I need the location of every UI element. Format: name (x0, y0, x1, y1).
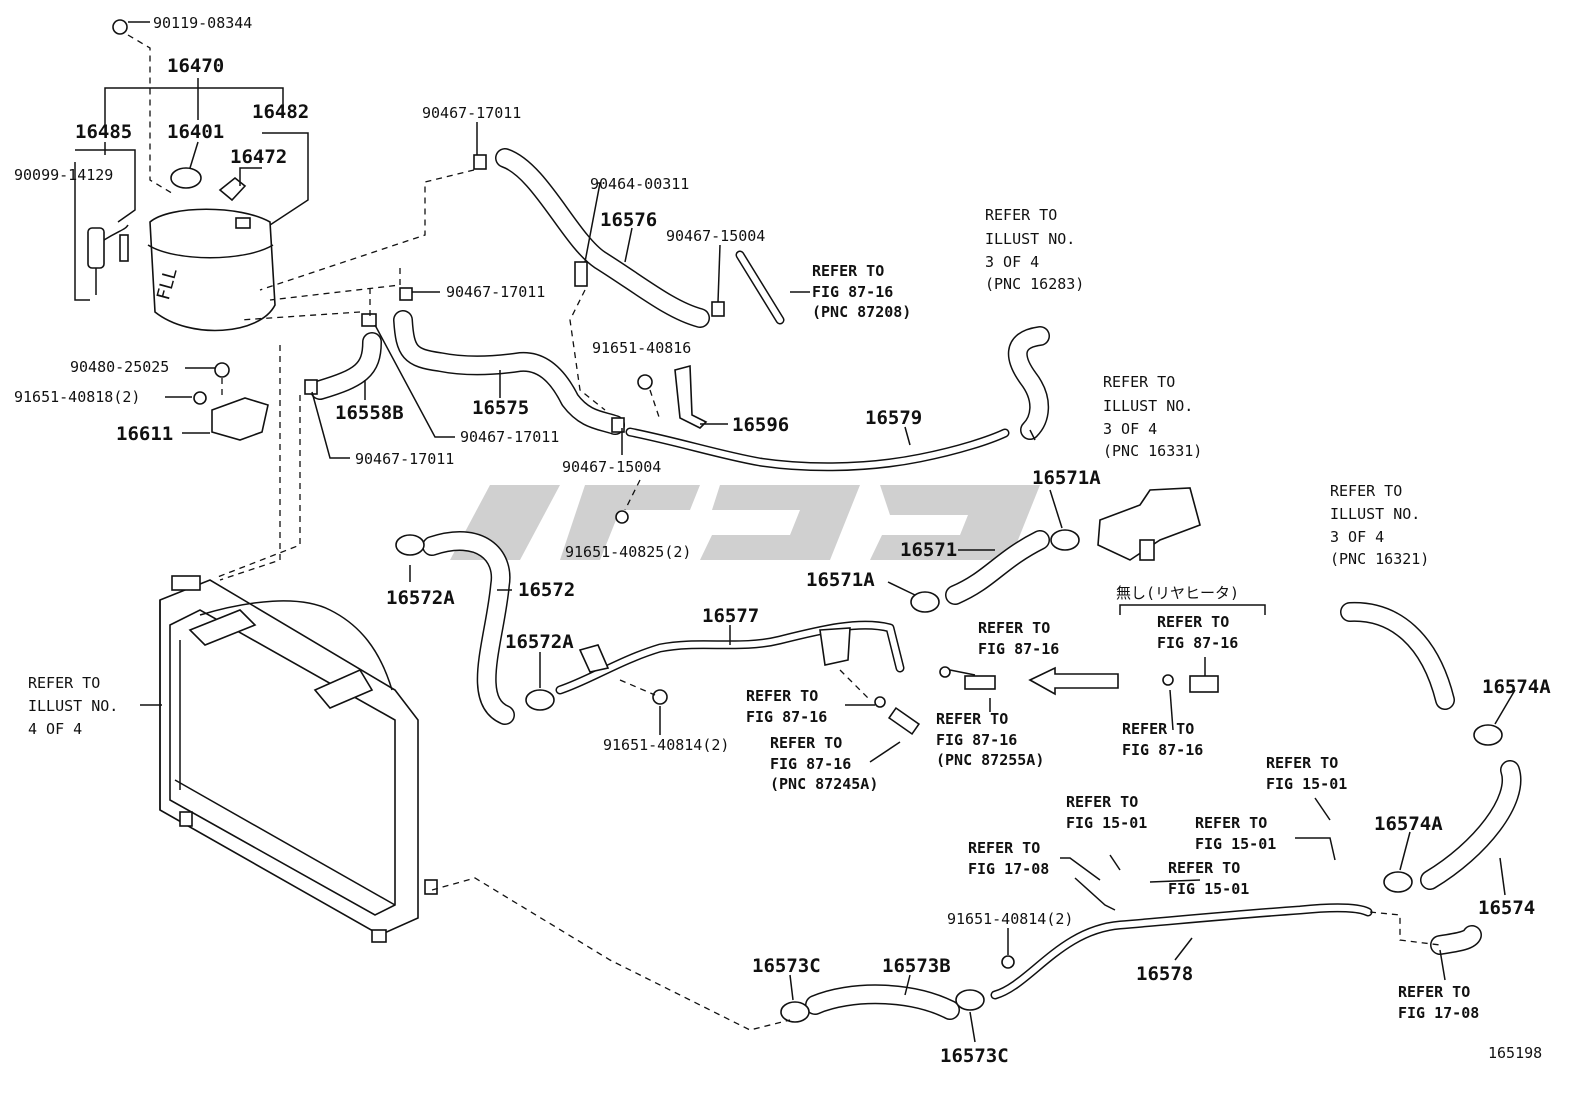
part-label: 16579 (865, 407, 922, 429)
ref-note: REFER TO ILLUST NO. 3 OF 4 (PNC 16321) (1330, 482, 1429, 568)
ref-note: REFER TO FIG 87-16 (PNC 87255A) (936, 710, 1044, 769)
part-label: 16571A (806, 569, 875, 591)
part-label: 90480-25025 (70, 358, 169, 376)
part-label: 16482 (252, 101, 309, 123)
part-label: 16576 (600, 209, 657, 231)
arrow-left-icon (1028, 666, 1119, 696)
dashed-lines (127, 34, 1441, 1031)
part-label: 16485 (75, 121, 132, 143)
part-label: 91651-40814(2) (947, 910, 1073, 928)
part-label: 16573B (882, 955, 951, 977)
part-labels: 90119-08344 16470 16485 16401 16482 1647… (14, 14, 1551, 1067)
ref-note: REFER TO ILLUST NO. 3 OF 4 (PNC 16283) (985, 206, 1084, 293)
part-label: 91651-40814(2) (603, 736, 729, 754)
part-label: 16573C (940, 1045, 1009, 1067)
bolts (112, 19, 1219, 969)
ref-note: REFER TO FIG 17-08 (968, 839, 1049, 878)
reference-notes: REFER TO ILLUST NO. 3 OF 4 (PNC 16283) R… (28, 206, 1479, 1022)
part-label: 16572 (518, 579, 575, 601)
clamps (304, 154, 1503, 1023)
part-label: 90467-15004 (562, 458, 661, 476)
part-label: 90467-17011 (422, 104, 521, 122)
part-label: 91651-40825(2) (565, 543, 691, 561)
ref-note: REFER TO FIG 87-16 (PNC 87208) (812, 262, 911, 321)
part-label: 90099-14129 (14, 166, 113, 184)
part-label: 16572A (505, 631, 574, 653)
ref-note: REFER TO FIG 17-08 (1398, 983, 1479, 1022)
ref-note: REFER TO FIG 87-16 (1122, 720, 1203, 759)
part-label: 91651-40816 (592, 339, 691, 357)
ref-note: REFER TO FIG 87-16 (1157, 613, 1238, 652)
ref-note: REFER TO ILLUST NO. 4 OF 4 (28, 674, 127, 738)
leader-lines (74, 21, 1516, 1043)
ref-note: REFER TO ILLUST NO. 3 OF 4 (PNC 16331) (1103, 373, 1202, 460)
ref-note: REFER TO FIG 15-01 (1266, 754, 1347, 793)
part-label: 91651-40818(2) (14, 388, 140, 406)
part-label: 16573C (752, 955, 821, 977)
no-rear-heater-label: 無し(リヤヒータ) (1116, 584, 1239, 602)
part-label: 16596 (732, 414, 789, 436)
level-sensor (87, 224, 129, 295)
part-label: 16558B (335, 402, 404, 424)
part-label: 16401 (167, 121, 224, 143)
bracket-16611 (211, 397, 269, 441)
no-rear-heater-bracket (1119, 604, 1266, 615)
part-label: 16571A (1032, 467, 1101, 489)
part-label: 16574 (1478, 897, 1535, 919)
part-label: 16578 (1136, 963, 1193, 985)
ref-note: REFER TO FIG 15-01 (1168, 859, 1249, 898)
diagram-id: 165198 (1488, 1044, 1542, 1062)
hoses (310, 148, 1522, 1020)
thermostat-housing (1097, 487, 1201, 561)
ref-note: REFER TO FIG 87-16 (746, 687, 827, 726)
part-label: 16575 (472, 397, 529, 419)
part-label: 16611 (116, 423, 173, 445)
part-label: 16577 (702, 605, 759, 627)
part-label: 16574A (1374, 813, 1443, 835)
part-label: 16472 (230, 146, 287, 168)
part-label: 90467-17011 (355, 450, 454, 468)
part-label: 16470 (167, 55, 224, 77)
ref-note: REFER TO FIG 87-16 (978, 619, 1059, 658)
part-label: 16572A (386, 587, 455, 609)
part-label: 90464-00311 (590, 175, 689, 193)
bracket-16577 (578, 627, 851, 673)
part-label: 90467-15004 (666, 227, 765, 245)
ref-note: REFER TO FIG 15-01 (1195, 814, 1276, 853)
ref-note: REFER TO FIG 15-01 (1066, 793, 1147, 832)
pipes (555, 250, 1373, 1000)
part-label: 16574A (1482, 676, 1551, 698)
bracket-16596 (674, 364, 708, 429)
reservoir-tank (147, 167, 276, 332)
part-label: 90467-17011 (460, 428, 559, 446)
part-label: 16571 (900, 539, 957, 561)
part-label: 90119-08344 (153, 14, 252, 32)
ref-note: REFER TO FIG 87-16 (PNC 87245A) (770, 734, 878, 793)
part-label: 90467-17011 (446, 283, 545, 301)
radiator (159, 575, 438, 943)
